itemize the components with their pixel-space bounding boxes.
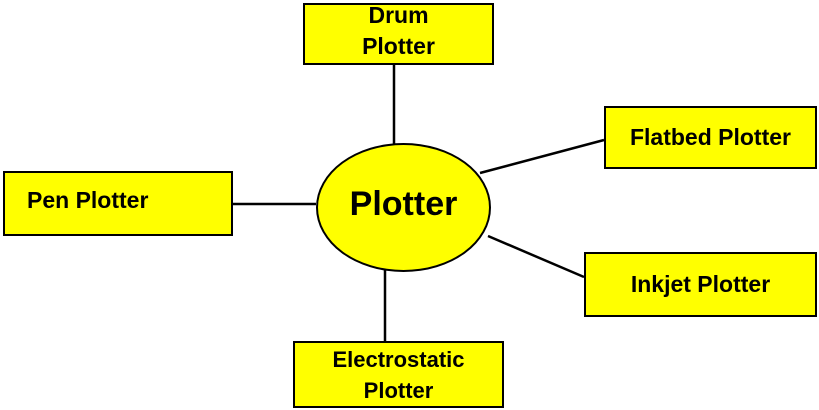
node-drum-plotter-label: Drum Plotter: [362, 2, 435, 59]
node-electrostatic-plotter: Electrostatic Plotter: [293, 341, 504, 408]
node-drum-plotter: Drum Plotter: [303, 2, 494, 65]
node-inkjet-plotter-label: Inkjet Plotter: [630, 271, 771, 297]
node-pen-plotter-label: Pen Plotter: [27, 187, 149, 213]
node-flatbed-plotter: Flatbed Plotter: [604, 106, 817, 169]
center-node-label: Plotter: [349, 185, 458, 223]
node-electrostatic-plotter-label: Electrostatic Plotter: [332, 346, 465, 403]
connector-flatbed: [479, 138, 605, 175]
node-pen-plotter: Pen Plotter: [3, 171, 233, 236]
connector-inkjet: [487, 234, 585, 279]
center-node-plotter: Plotter: [316, 143, 491, 272]
node-flatbed-plotter-label: Flatbed Plotter: [629, 124, 791, 150]
node-inkjet-plotter: Inkjet Plotter: [584, 252, 817, 317]
